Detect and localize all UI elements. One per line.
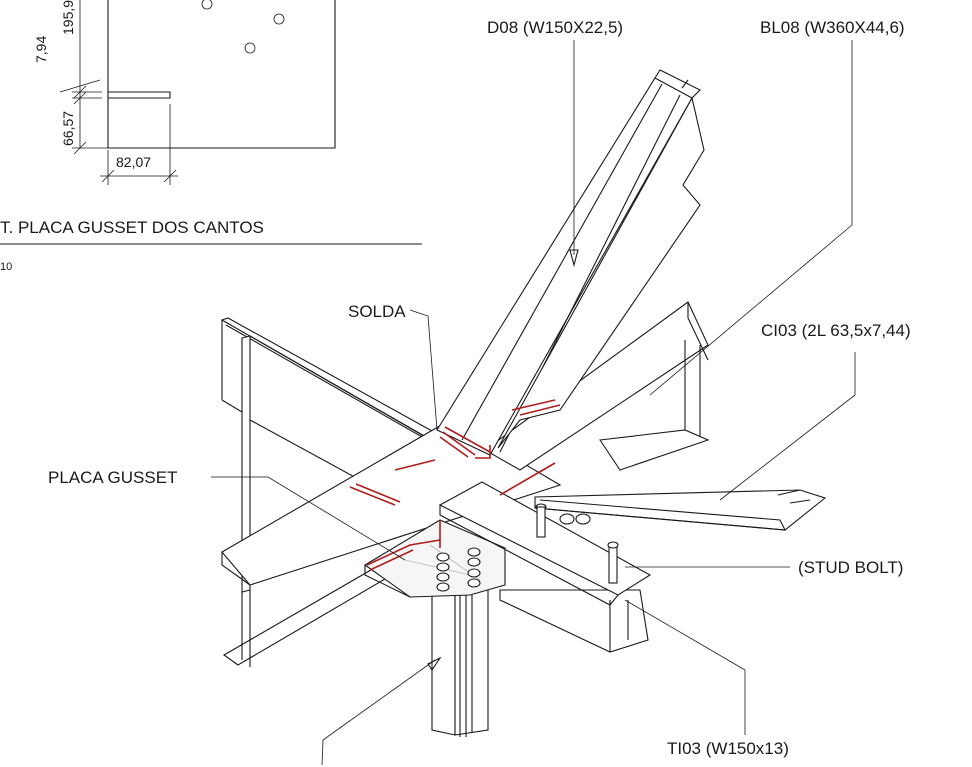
dim-width: 82,07 bbox=[116, 154, 151, 170]
label-beam: BL08 (W360X44,6) bbox=[760, 18, 905, 37]
label-angle-brace: CI03 (2L 63,5x7,44) bbox=[761, 321, 911, 340]
bolt-group bbox=[436, 503, 619, 592]
angle-bolt bbox=[535, 503, 591, 538]
angle-brace bbox=[534, 489, 827, 531]
diagonal-member bbox=[436, 69, 705, 456]
hole-1 bbox=[201, 0, 213, 10]
dim-top: 195,9 bbox=[60, 0, 76, 35]
callout-labels: D08 (W150X22,5) BL08 (W360X44,6) SOLDA C… bbox=[48, 18, 911, 758]
leaders bbox=[211, 40, 856, 766]
label-diagonal: D08 (W150X22,5) bbox=[487, 18, 623, 37]
hole-2 bbox=[273, 13, 285, 25]
scale-fragment: 10 bbox=[0, 261, 12, 273]
hole-3 bbox=[244, 42, 256, 54]
dim-gap: 7,94 bbox=[33, 36, 49, 63]
detail-inset: 195,9 7,94 66,57 82,07 T. PLACA GUSSET D… bbox=[0, 0, 422, 273]
dim-lower: 66,57 bbox=[60, 111, 76, 146]
tie-member bbox=[431, 584, 489, 737]
stud-bolt bbox=[607, 541, 619, 584]
welds bbox=[349, 399, 561, 571]
detail-title: T. PLACA GUSSET DOS CANTOS bbox=[0, 218, 264, 237]
label-tie: TI03 (W150x13) bbox=[667, 739, 789, 758]
label-weld: SOLDA bbox=[348, 302, 406, 321]
tie-flange bbox=[438, 481, 652, 606]
label-stud-bolt: (STUD BOLT) bbox=[798, 558, 903, 577]
gusset-bolt bbox=[436, 547, 481, 592]
label-gusset: PLACA GUSSET bbox=[48, 468, 177, 487]
